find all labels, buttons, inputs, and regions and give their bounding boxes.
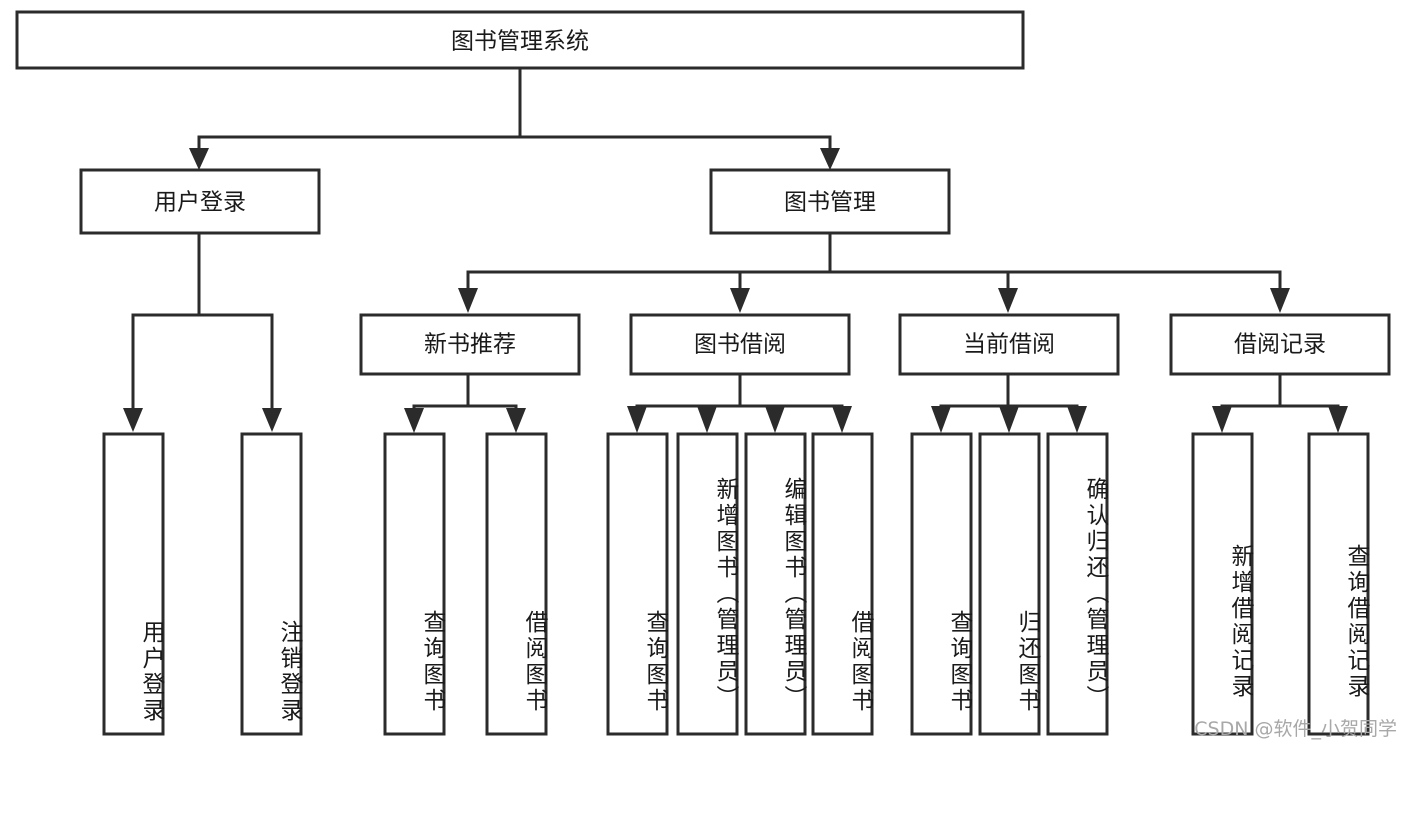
- arrow-head-leaf-br-1: [1212, 406, 1232, 433]
- connectors-new-book-recommend: [404, 371, 526, 433]
- node-current-borrow[interactable]: 当前借阅: [898, 313, 1120, 376]
- leaf-boxes-user-login: [102, 432, 303, 736]
- leaf-box-nbr-1[interactable]: [383, 432, 446, 736]
- leaf-box-bb-2[interactable]: [676, 432, 739, 736]
- node-book-borrow-box[interactable]: [629, 313, 851, 376]
- leaf-box-bb-4[interactable]: [811, 432, 874, 736]
- connectors-root: [189, 66, 840, 170]
- arrow-head-leaf-bb-1: [627, 406, 647, 433]
- arrow-head-leaf-user-login-1: [123, 408, 143, 432]
- node-root[interactable]: 图书管理系统: [15, 10, 1025, 70]
- arrow-head-leaf-nbr-2: [506, 408, 526, 433]
- leaf-box-user-login-1[interactable]: [102, 432, 165, 736]
- watermark-label: CSDN @软件_小贺同学: [1194, 718, 1397, 740]
- arrow-head-leaf-bb-2: [697, 406, 717, 433]
- node-book-manage-box[interactable]: [709, 168, 951, 235]
- arrow-head-leaf-user-login-2: [262, 408, 282, 432]
- connectors-book-manage: [458, 231, 1290, 313]
- leaf-boxes-borrow-record: [1191, 432, 1370, 736]
- arrow-head-book-borrow: [730, 288, 750, 313]
- node-book-manage[interactable]: 图书管理: [709, 168, 951, 235]
- arrow-head-borrow-record: [1270, 288, 1290, 313]
- tree-diagram-svg: 图书管理系统 用户登录 图书管理 新书推荐 图书借阅 当前借阅 借阅记录: [15, 10, 1391, 736]
- arrow-head-leaf-cb-2: [999, 406, 1019, 433]
- connectors-current-borrow: [931, 371, 1087, 433]
- arrow-head-leaf-cb-3: [1067, 406, 1087, 433]
- arrow-head-user-login: [189, 148, 209, 170]
- leaf-box-user-login-2[interactable]: [240, 432, 303, 736]
- arrow-head-current-borrow: [998, 288, 1018, 313]
- node-borrow-record-box[interactable]: [1169, 313, 1391, 376]
- arrow-head-leaf-br-2: [1328, 406, 1348, 433]
- node-user-login[interactable]: 用户登录: [79, 168, 321, 235]
- leaf-box-cb-2[interactable]: [978, 432, 1041, 736]
- connectors-borrow-record: [1212, 371, 1348, 433]
- arrow-head-leaf-cb-1: [931, 406, 951, 433]
- arrow-head-book-manage: [820, 148, 840, 170]
- node-book-borrow[interactable]: 图书借阅: [629, 313, 851, 376]
- node-user-login-label: 用户登录: [154, 190, 246, 216]
- leaf-box-cb-3[interactable]: [1046, 432, 1109, 736]
- node-borrow-record-label: 借阅记录: [1234, 332, 1326, 358]
- arrow-head-new-book-recommend: [458, 288, 478, 313]
- leaf-box-nbr-2[interactable]: [485, 432, 548, 736]
- leaf-box-cb-1[interactable]: [910, 432, 973, 736]
- arrow-head-leaf-bb-4: [832, 406, 852, 433]
- arrow-head-leaf-nbr-1: [404, 408, 424, 433]
- leaf-box-br-1[interactable]: [1191, 432, 1254, 736]
- connectors-book-borrow: [627, 371, 852, 433]
- leaf-box-bb-1[interactable]: [606, 432, 669, 736]
- node-user-login-box[interactable]: [79, 168, 321, 235]
- node-new-book-recommend-box[interactable]: [359, 313, 581, 376]
- node-current-borrow-label: 当前借阅: [963, 332, 1055, 358]
- node-new-book-recommend-label: 新书推荐: [424, 332, 516, 358]
- arrow-head-leaf-bb-3: [765, 406, 785, 433]
- node-new-book-recommend[interactable]: 新书推荐: [359, 313, 581, 376]
- node-book-manage-label: 图书管理: [784, 190, 876, 216]
- node-book-borrow-label: 图书借阅: [694, 332, 786, 358]
- leaf-box-br-2[interactable]: [1307, 432, 1370, 736]
- connectors-user-login: [123, 231, 282, 432]
- node-root-box[interactable]: [15, 10, 1025, 70]
- node-root-label: 图书管理系统: [451, 29, 589, 55]
- diagram-canvas: 图书管理系统 用户登录 图书管理 新书推荐 图书借阅 当前借阅 借阅记录: [15, 10, 1397, 740]
- node-borrow-record[interactable]: 借阅记录: [1169, 313, 1391, 376]
- leaf-boxes-book-borrow: [606, 432, 874, 736]
- node-current-borrow-box[interactable]: [898, 313, 1120, 376]
- leaf-box-bb-3[interactable]: [744, 432, 807, 736]
- leaf-boxes-current-borrow: [910, 432, 1109, 736]
- leaf-boxes-new-book-recommend: [383, 432, 548, 736]
